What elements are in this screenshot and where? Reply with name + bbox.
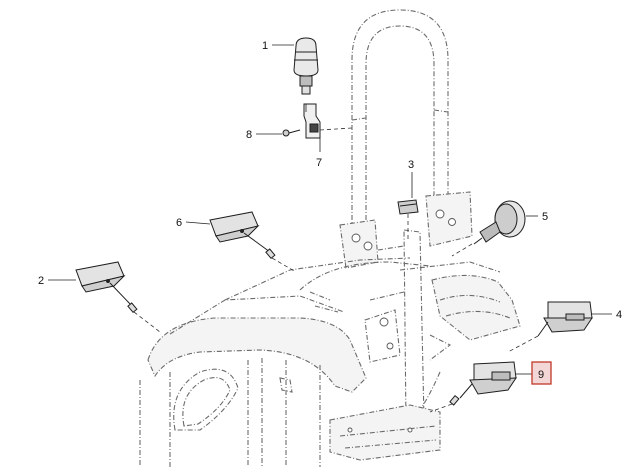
callout-5: 5	[542, 211, 548, 223]
tractor-frame	[139, 9, 521, 467]
part-work-light-6	[209, 211, 276, 260]
callout-3: 3	[408, 159, 414, 171]
part-work-light-9	[449, 361, 517, 406]
callout-7: 7	[316, 157, 322, 169]
part-beacon-lamp	[293, 37, 319, 95]
callout-2: 2	[38, 275, 44, 287]
part-mounting-bracket	[303, 103, 321, 139]
part-work-light-4	[537, 301, 593, 337]
leader-lines	[48, 44, 612, 413]
callout-6: 6	[176, 217, 182, 229]
part-work-light-2	[75, 261, 138, 314]
part-round-work-light	[473, 200, 526, 245]
callout-labels: 1 2 3 4 5 6 7 8 9	[38, 40, 622, 385]
callout-9: 9	[538, 369, 544, 381]
part-clip	[397, 199, 419, 215]
callout-8: 8	[246, 129, 252, 141]
callout-4: 4	[616, 309, 622, 321]
callout-1: 1	[262, 40, 268, 52]
part-bolt	[282, 129, 301, 137]
callout-9-highlight-box	[531, 361, 552, 385]
